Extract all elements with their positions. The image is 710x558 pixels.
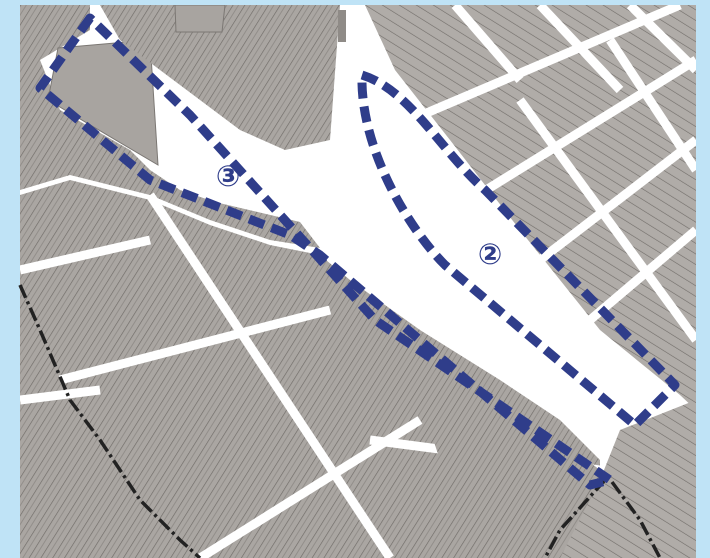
boundary-line [610,480,662,558]
boundary-line [543,478,607,558]
building-block [100,5,340,150]
zone-3-label: ③ [216,159,241,193]
street-lines [408,5,696,343]
building-block [174,5,226,33]
building-block [338,10,346,42]
zone-2-label: ② [478,237,503,271]
boundary-line [18,284,202,558]
zone-2-outline [357,70,680,430]
building-block [420,400,600,500]
zone-3-outline [35,13,615,490]
building-block [560,400,696,558]
